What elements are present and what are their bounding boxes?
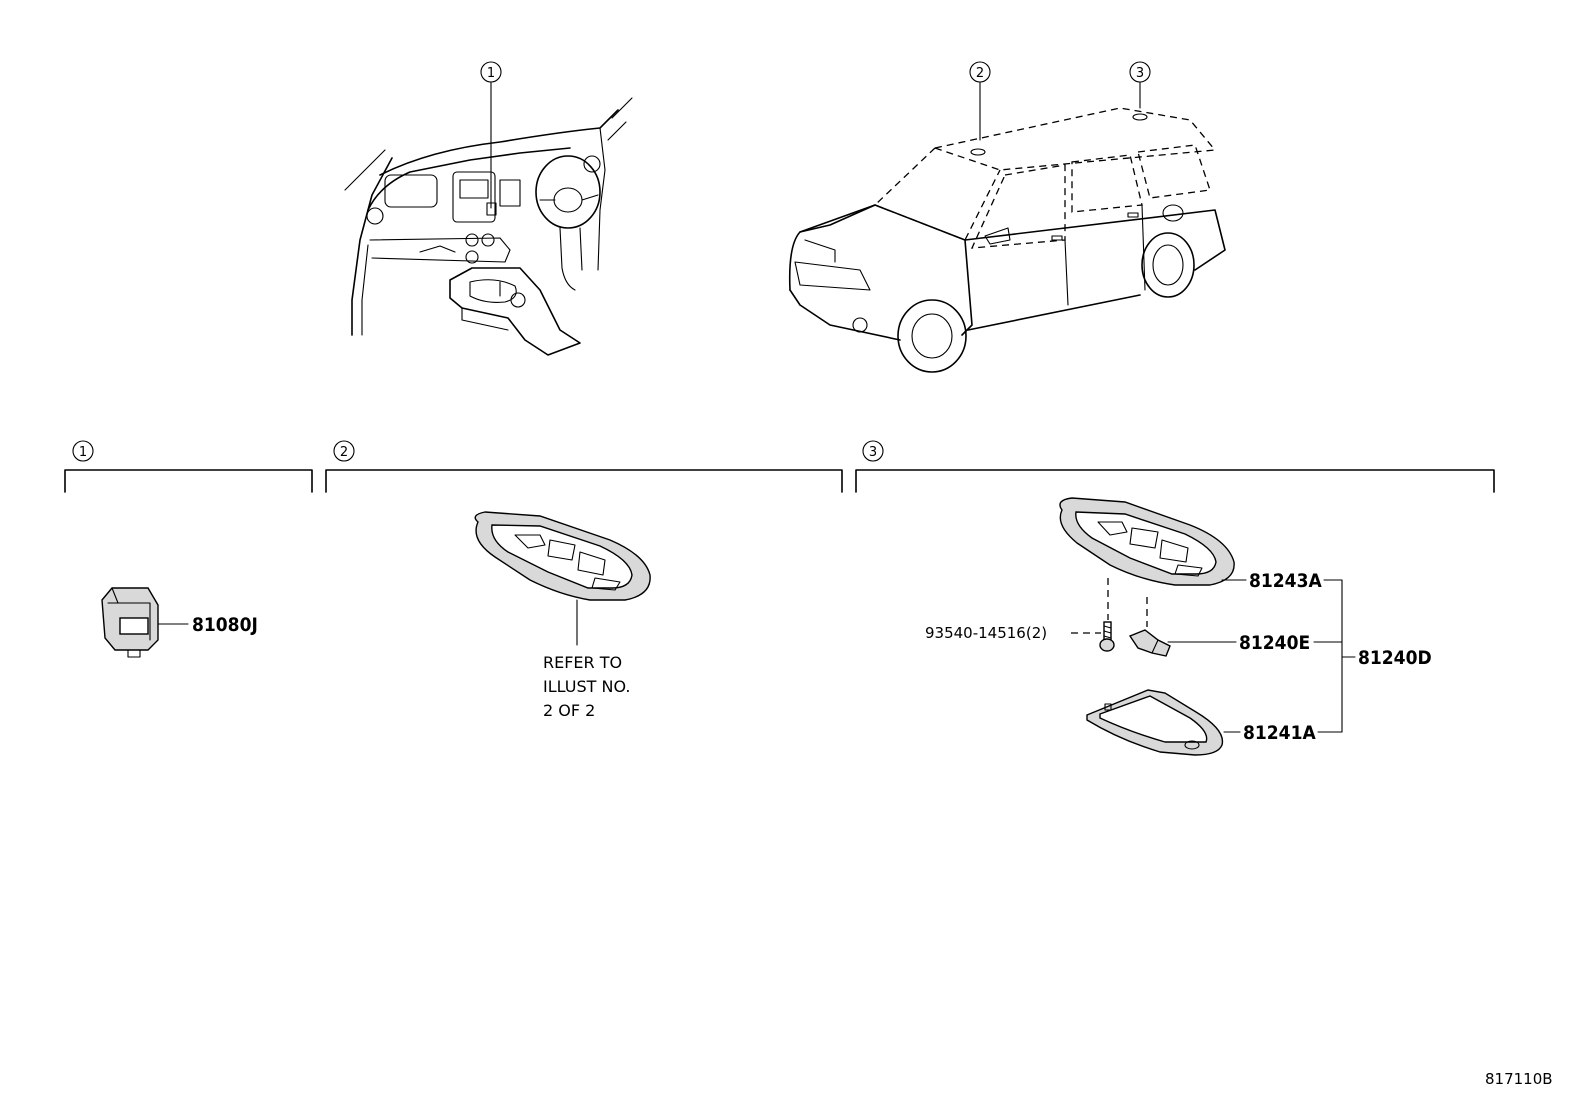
lens-drawing xyxy=(1086,689,1241,756)
svg-text:3: 3 xyxy=(869,445,877,460)
callout-1-top: 1 xyxy=(480,61,502,83)
refer-note-line-2: ILLUST NO. xyxy=(543,677,630,696)
part-number-81240d: 81240D xyxy=(1358,647,1432,669)
section-1-bracket: 1 xyxy=(64,440,313,493)
svg-text:1: 1 xyxy=(79,445,87,460)
part-number-93540-14516: 93540-14516(2) xyxy=(925,624,1047,642)
room-lamp-drawing xyxy=(474,511,651,646)
dashboard-illustration xyxy=(344,81,633,356)
bulb-drawing xyxy=(1128,629,1237,657)
assembly-bracket xyxy=(1313,579,1356,733)
svg-text:2: 2 xyxy=(340,445,348,460)
svg-text:1: 1 xyxy=(487,66,495,81)
refer-note-line-1: REFER TO xyxy=(543,653,622,672)
svg-text:3: 3 xyxy=(1136,66,1144,81)
illustration-code: 817110B xyxy=(1485,1070,1553,1088)
callout-2-top: 2 xyxy=(969,61,991,83)
part-number-81241a: 81241A xyxy=(1243,722,1316,744)
lamp-housing-drawing xyxy=(1059,497,1247,586)
callout-3-top: 3 xyxy=(1129,61,1151,83)
screw-drawing xyxy=(1071,621,1115,652)
part-number-81243a: 81243A xyxy=(1249,570,1322,592)
section-2-bracket: 2 xyxy=(325,440,843,493)
vehicle-illustration xyxy=(788,81,1226,373)
refer-note-line-3: 2 OF 2 xyxy=(543,701,595,720)
section-3-bracket: 3 xyxy=(855,440,1495,493)
part-number-81080j: 81080J xyxy=(192,614,258,636)
part-number-81240e: 81240E xyxy=(1239,632,1310,654)
switch-part-drawing xyxy=(101,587,189,658)
svg-text:2: 2 xyxy=(976,66,984,81)
